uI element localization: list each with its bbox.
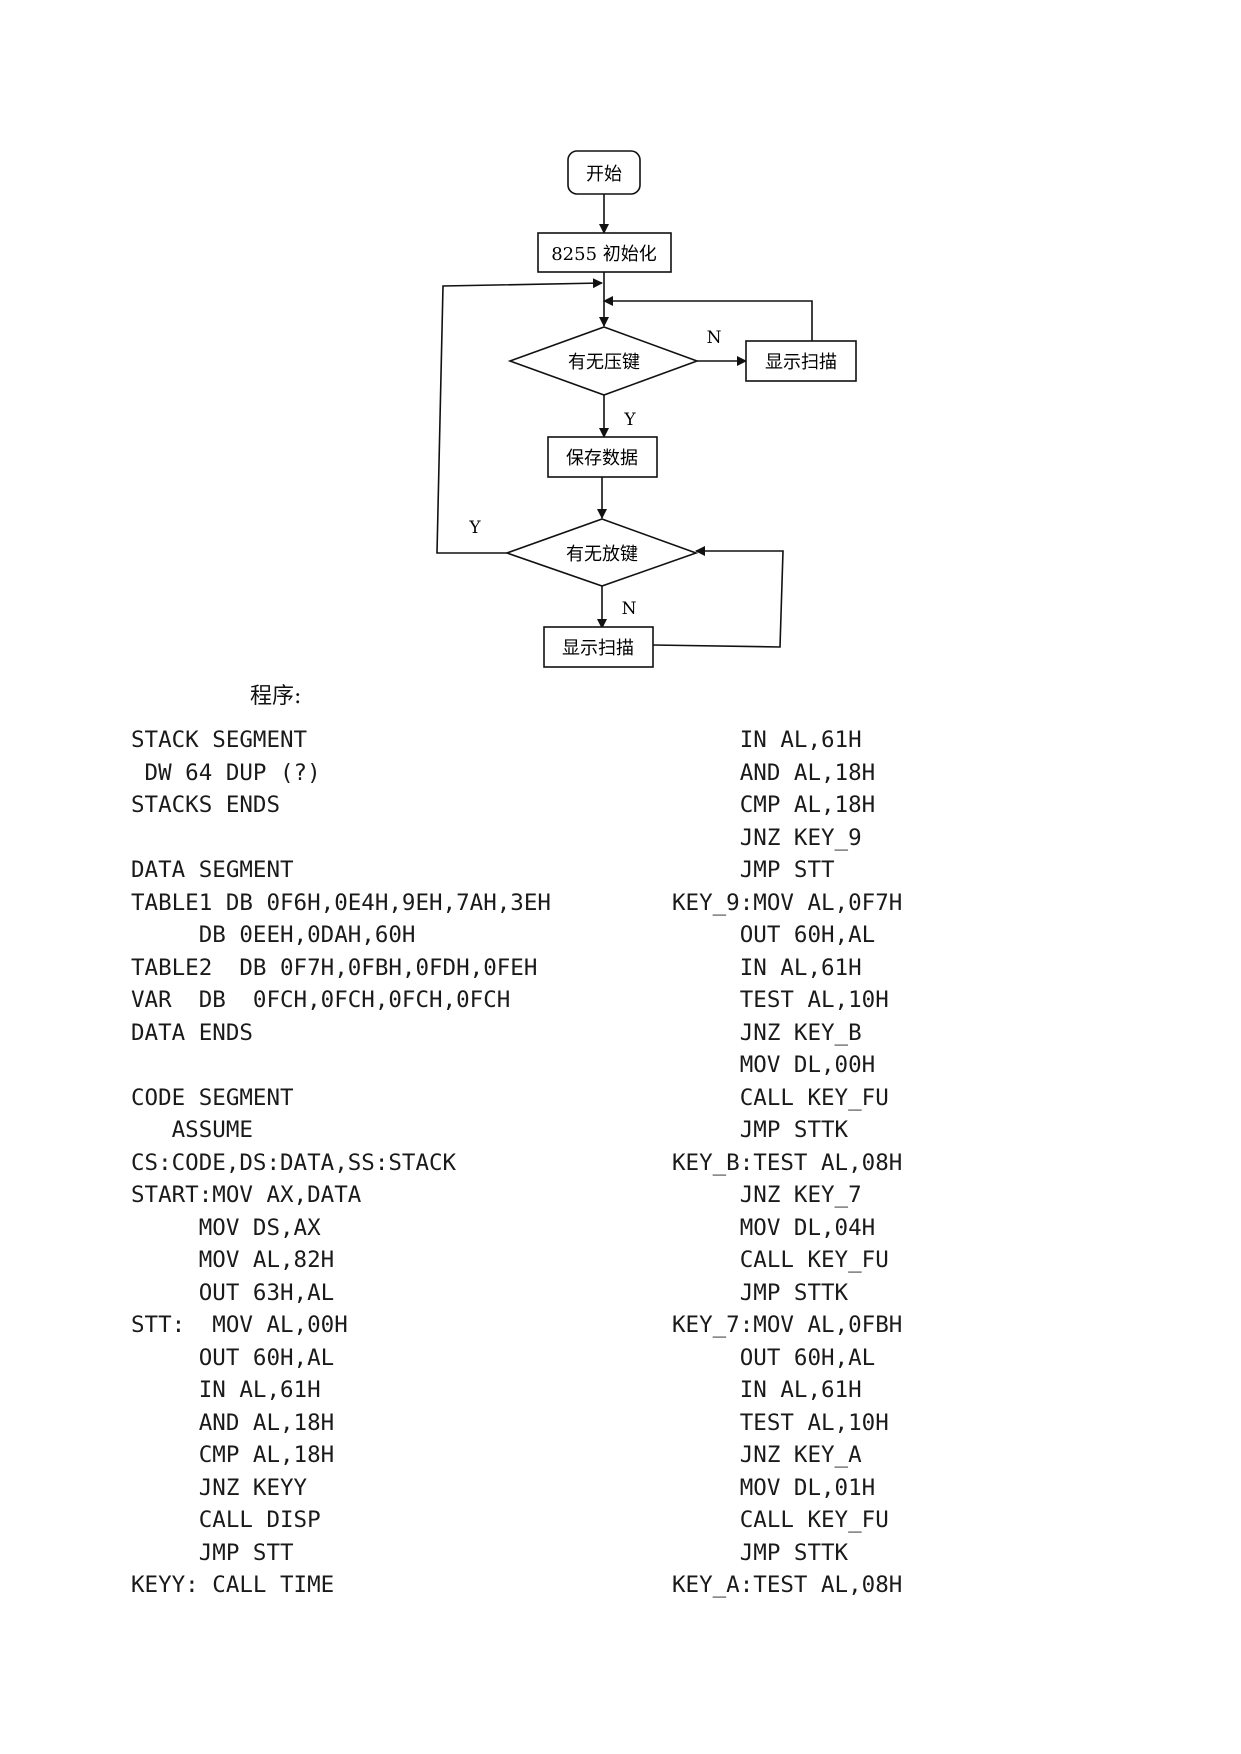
code-line: JNZ KEY_B — [672, 1019, 862, 1046]
code-line — [131, 822, 551, 855]
code-line: STACK SEGMENT — [131, 727, 308, 753]
code-line: IN AL,61H — [131, 1377, 321, 1403]
code-line: JMP STTK — [672, 1117, 849, 1143]
display-scan-1-label: 显示扫描 — [765, 352, 837, 373]
code-line: IN AL,61H — [672, 954, 862, 981]
code-line: CMP AL,18H — [672, 792, 876, 818]
code-line: TEST AL,10H — [672, 1409, 889, 1436]
code-line: VAR DB 0FCH,0FCH,0FCH,0FCH — [131, 987, 511, 1013]
code-line: JNZ KEY_9 — [672, 824, 862, 851]
code-line: MOV AL,82H — [131, 1247, 335, 1273]
code-line: KEY_7:MOV AL,0FBH — [672, 1312, 903, 1338]
save-data-label: 保存数据 — [566, 448, 638, 469]
decision-release-label: 有无放键 — [566, 544, 638, 565]
decision-press-label: 有无压键 — [568, 352, 640, 373]
code-line: AND AL,18H — [131, 1409, 335, 1436]
init-label: 8255 初始化 — [551, 244, 657, 265]
code-line: JMP STT — [131, 1539, 294, 1566]
code-line: JMP STT — [672, 857, 835, 883]
code-line: CMP AL,18H — [131, 1442, 335, 1468]
code-line: JNZ KEYY — [131, 1474, 308, 1501]
code-line: DATA ENDS — [131, 1019, 253, 1046]
code-line: AND AL,18H — [672, 759, 876, 786]
code-line: KEY_B:TEST AL,08H — [672, 1149, 903, 1176]
code-line: JMP STTK — [672, 1539, 849, 1566]
code-line: OUT 60H,AL — [672, 1344, 876, 1371]
loop-display-2 — [652, 546, 784, 648]
code-line: DB 0EEH,0DAH,60H — [131, 922, 416, 948]
label-no-press: N — [707, 328, 722, 348]
code-line: KEY_9:MOV AL,0F7H — [672, 889, 903, 916]
code-line: MOV DL,00H — [672, 1052, 876, 1078]
code-line: MOV DL,01H — [672, 1474, 876, 1501]
code-line: CALL KEY_FU — [672, 1084, 889, 1111]
display-scan-2-label: 显示扫描 — [562, 638, 634, 659]
label-yes-release: Y — [468, 518, 481, 538]
code-line: DATA SEGMENT — [131, 857, 294, 883]
code-line: CALL DISP — [131, 1507, 321, 1533]
code-line: MOV DL,04H — [672, 1214, 876, 1241]
code-line: JMP STTK — [672, 1279, 849, 1306]
code-line: IN AL,61H — [672, 727, 862, 753]
code-line: START:MOV AX,DATA — [131, 1182, 362, 1208]
code-line: CS:CODE,DS:DATA,SS:STACK — [131, 1149, 457, 1176]
code-line: CALL KEY_FU — [672, 1507, 889, 1533]
code-line: KEY_A:TEST AL,08H — [672, 1572, 903, 1598]
loop-release-yes — [436, 278, 603, 554]
flowchart: 开始 8255 初始化 有无压键 N 显示扫描 Y 保存数据 有无放键 Y N … — [436, 150, 857, 668]
code-line: IN AL,61H — [672, 1377, 862, 1403]
loop-display-1 — [603, 296, 813, 341]
code-line: OUT 60H,AL — [131, 1344, 335, 1371]
label-yes-press: Y — [623, 410, 636, 430]
code-line: CALL KEY_FU — [672, 1247, 889, 1273]
start-label: 开始 — [586, 164, 622, 185]
code-column-left: STACK SEGMENT DW 64 DUP (?) STACKS ENDS DA… — [131, 724, 551, 1602]
code-line: TABLE2 DB 0F7H,0FBH,0FDH,0FEH — [131, 954, 538, 981]
code-line: MOV DS,AX — [131, 1214, 321, 1241]
program-caption: 程序: — [250, 684, 302, 709]
code-line: JNZ KEY_A — [672, 1442, 862, 1468]
code-line: STACKS ENDS — [131, 792, 281, 818]
code-line: TEST AL,10H — [672, 987, 889, 1013]
code-line — [131, 1049, 551, 1082]
code-line: OUT 63H,AL — [131, 1279, 335, 1306]
init-node — [537, 232, 672, 273]
code-line: ASSUME — [131, 1117, 253, 1143]
code-column-right: IN AL,61H AND AL,18H CMP AL,18H JNZ KEY_… — [672, 724, 902, 1602]
display-scan-1-node — [745, 340, 857, 382]
code-line: OUT 60H,AL — [672, 922, 876, 948]
code-line: CODE SEGMENT — [131, 1084, 294, 1111]
code-line: DW 64 DUP (?) — [131, 759, 321, 786]
code-line: JNZ KEY_7 — [672, 1182, 862, 1208]
code-line: STT: MOV AL,00H — [131, 1312, 348, 1338]
display-scan-2-node — [543, 626, 654, 668]
label-no-release: N — [622, 599, 637, 619]
code-line: KEYY: CALL TIME — [131, 1572, 335, 1598]
code-line: TABLE1 DB 0F6H,0E4H,9EH,7AH,3EH — [131, 889, 551, 916]
